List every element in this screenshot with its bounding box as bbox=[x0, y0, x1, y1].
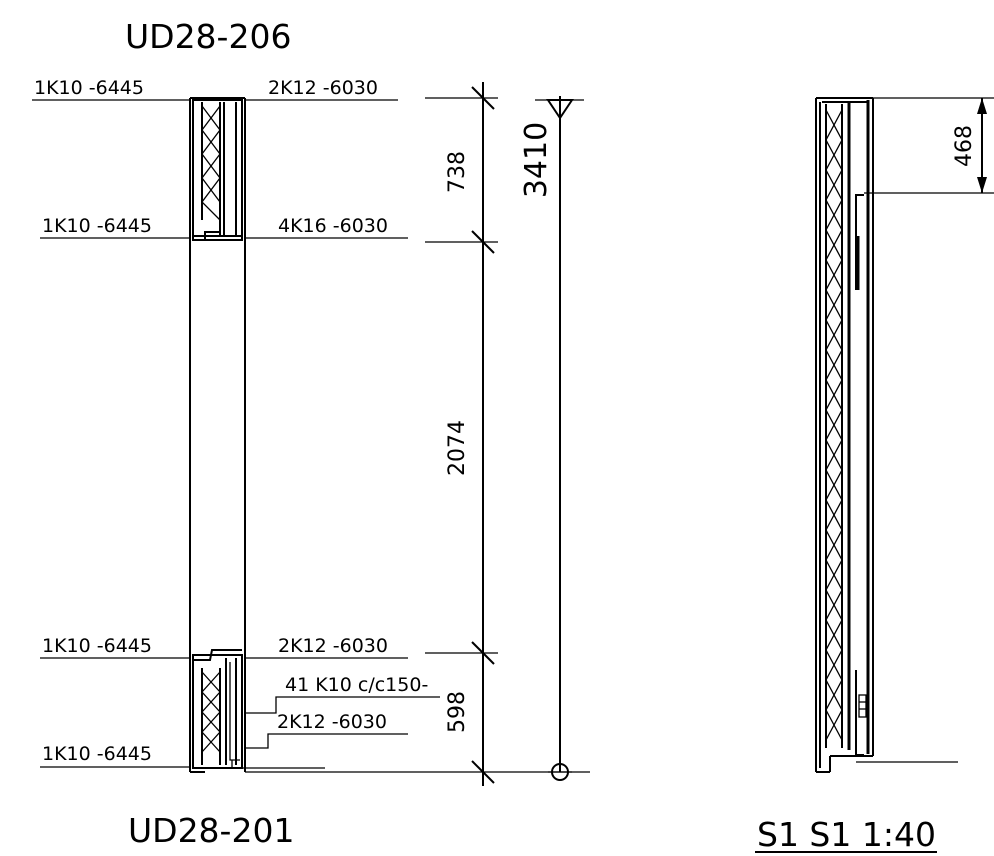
label-bottom-lower-right: 2K12 -6030 bbox=[277, 711, 387, 733]
title-top-element: UD28-206 bbox=[125, 17, 291, 56]
top-reinforcement-cage bbox=[192, 99, 243, 241]
label-top-lower-left: 1K10 -6445 bbox=[42, 215, 152, 237]
title-bottom-element: UD28-201 bbox=[128, 811, 294, 850]
dimension-chain bbox=[245, 82, 590, 786]
section-s1 bbox=[815, 97, 994, 773]
label-top-upper-left: 1K10 -6445 bbox=[34, 77, 144, 99]
label-top-upper-right: 2K12 -6030 bbox=[268, 77, 378, 99]
label-top-lower-right: 4K16 -6030 bbox=[278, 215, 388, 237]
label-bottom-lower-left: 1K10 -6445 bbox=[42, 743, 152, 765]
section-title: S1 S1 1:40 bbox=[757, 815, 936, 854]
dim-total-height: 3410 bbox=[519, 122, 554, 198]
label-bottom-stirrups: 41 K10 c/c150- bbox=[285, 674, 428, 696]
dim-bottom-segment: 598 bbox=[445, 691, 470, 733]
label-bottom-upper-right: 2K12 -6030 bbox=[278, 635, 388, 657]
wall-elevation bbox=[32, 97, 440, 773]
dim-top-segment: 738 bbox=[445, 151, 470, 193]
label-bottom-upper-left: 1K10 -6445 bbox=[42, 635, 152, 657]
bottom-reinforcement-cage bbox=[192, 649, 243, 769]
dim-middle-segment: 2074 bbox=[445, 420, 470, 476]
dim-section-offset: 468 bbox=[952, 125, 977, 167]
